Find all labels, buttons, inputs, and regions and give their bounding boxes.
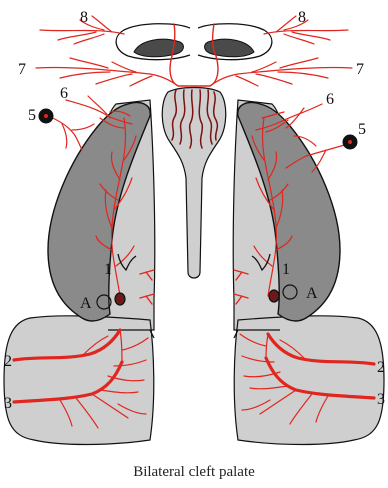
label-8-right: 8 — [298, 9, 306, 26]
label-6-right: 6 — [326, 91, 334, 108]
right-foramen — [269, 290, 279, 302]
label-6-left: 6 — [60, 85, 68, 102]
label-1-right: 1 — [282, 261, 290, 278]
label-2-left: 2 — [4, 353, 12, 370]
label-3-left: 3 — [4, 395, 12, 412]
left-foramen — [115, 293, 125, 305]
label-a-right: A — [306, 285, 318, 302]
right-nostril — [205, 39, 254, 57]
premaxilla — [162, 88, 226, 279]
right-alveolar-lobe — [234, 316, 384, 445]
label-3-right: 3 — [377, 391, 385, 408]
columella-outline — [170, 24, 218, 86]
label-a-left: A — [80, 295, 92, 312]
label-7-right: 7 — [356, 61, 364, 78]
left-nostril — [134, 39, 183, 57]
label-7-left: 7 — [18, 61, 26, 78]
label-5-right: 5 — [358, 121, 366, 138]
label-8-left: 8 — [80, 9, 88, 26]
label-5-left: 5 — [28, 107, 36, 124]
vessels-8-7 — [36, 16, 352, 86]
label-2-right: 2 — [377, 359, 385, 376]
label-1-left: 1 — [104, 261, 112, 278]
figure-caption: Bilateral cleft palate — [133, 464, 255, 480]
